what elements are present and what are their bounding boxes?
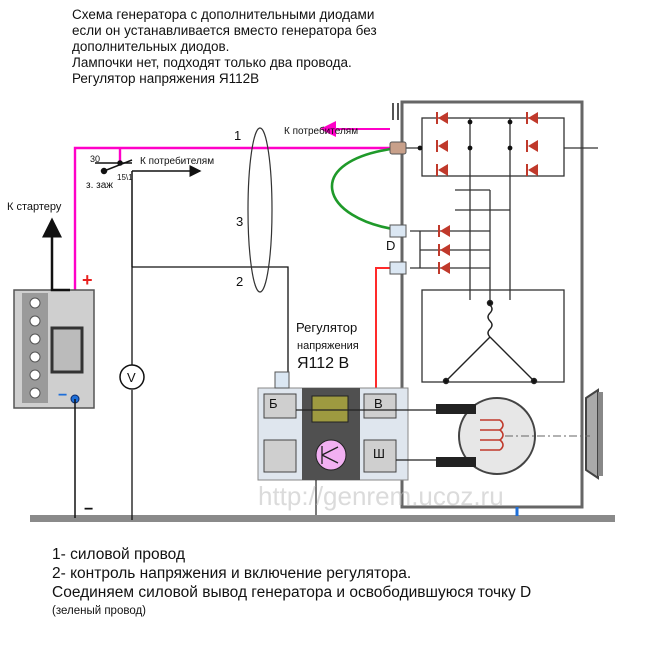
label-terminal-15: 15\1 [117,173,133,182]
label-reg-v: В [374,396,383,411]
gen-terminals [389,141,407,275]
ignition-switch[interactable] [95,159,202,267]
label-terminal-30: 30 [90,154,100,164]
label-wire-2: 2 [236,274,243,289]
green-wire [330,146,401,232]
wire-harness [247,127,273,293]
legend-line-2: 2- контроль напряжения и включение регул… [52,565,412,582]
rotor [436,397,590,475]
legend: 1- силовой провод 2- контроль напряжения… [52,545,531,621]
label-voltmeter: V [127,370,136,385]
label-to-consumers-switch: К потребителям [140,155,214,167]
rectifier-diodes [436,112,538,176]
battery [13,289,95,518]
label-to-consumers-top: К потребителям [284,125,358,137]
header-line-2: если он устанавливается вместо генератор… [72,23,377,38]
label-wire-3: 3 [236,214,243,229]
legend-line-4: (зеленый провод) [52,605,147,617]
label-point-d: D [386,238,395,253]
label-regulator-model: Я112 В [297,355,349,372]
label-reg-b: Б [269,396,278,411]
additional-diodes [410,225,490,274]
watermark: http://genrem.ucoz.ru [258,481,504,511]
control-wire [131,266,289,520]
label-minus-battery: − [58,387,67,404]
label-to-starter: К стартеру [7,201,62,213]
voltmeter [119,364,145,390]
header-line-4: Лампочки нет, подходят только два провод… [72,55,352,70]
legend-line-1: 1- силовой провод [52,546,185,563]
label-minus-ground: − [84,501,93,518]
header-line-5: Регулятор напряжения Я112В [72,71,260,86]
label-plus: + [82,270,93,290]
label-reg-sh: Ш [373,446,385,461]
voltage-regulator [257,371,436,515]
internal-wiring [421,176,565,383]
header-text: Схема генератора с дополнительными диода… [72,7,377,87]
red-wire [375,267,400,405]
stator-winding [442,299,538,385]
header-line-1: Схема генератора с дополнительными диода… [72,7,375,22]
label-regulator-title-2: напряжения [297,340,359,352]
header-line-3: дополнительных диодов. [72,39,230,54]
label-regulator-title-1: Регулятор [296,320,357,335]
legend-line-3: Соединяем силовой вывод генератора и осв… [52,584,532,601]
bridge-dots [417,119,513,151]
label-ignition: з. заж [86,180,113,191]
starter-arrow [42,217,70,292]
label-wire-1: 1 [234,128,241,143]
ground-bar [30,515,615,522]
